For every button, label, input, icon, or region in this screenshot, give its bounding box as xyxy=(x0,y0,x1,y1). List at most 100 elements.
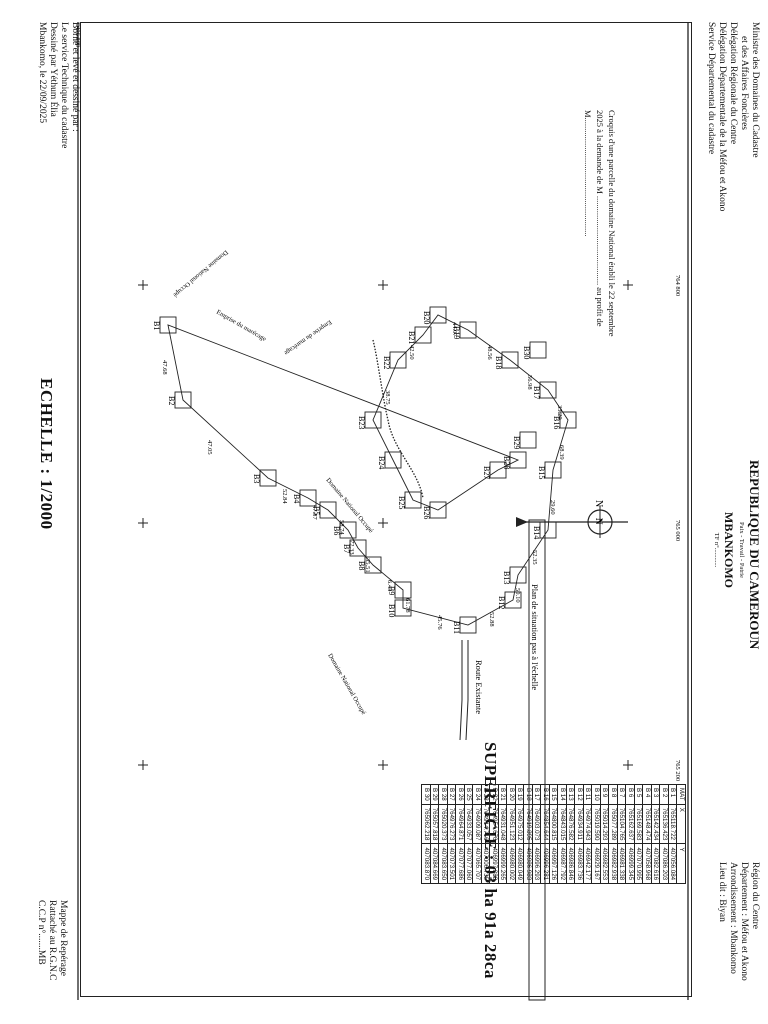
zone-label: Domaine National Occupé xyxy=(326,653,367,717)
distance-label: 72.33 xyxy=(348,540,355,555)
borne-marker xyxy=(459,616,477,634)
distance-label: 52.35 xyxy=(531,550,538,565)
borne-marker xyxy=(504,591,522,609)
distance-label: 45.76 xyxy=(436,615,443,630)
borne-label: B13 xyxy=(502,571,511,584)
map-frame xyxy=(80,22,692,997)
bornes-layer: B1B2B3B4B5B6B7B8B9B10B11B12B13B14B15B16B… xyxy=(152,306,577,634)
borne-marker xyxy=(174,391,192,409)
situation-box xyxy=(528,519,546,1001)
borne-label: B25 xyxy=(397,496,406,509)
distance-label: 52.88 xyxy=(488,612,495,627)
borne-label: B6 xyxy=(332,526,341,535)
distance-label: 33.29 xyxy=(556,405,563,420)
borne-label: B19 xyxy=(452,326,461,339)
borne-label: B5 xyxy=(312,506,321,515)
borne-label: B21 xyxy=(407,331,416,344)
distance-label: 47.05 xyxy=(206,440,213,455)
borne-marker xyxy=(364,411,382,429)
borne-label: B12 xyxy=(497,596,506,609)
borne-marker xyxy=(509,566,527,584)
marsh-boundary xyxy=(372,339,424,499)
borne-marker xyxy=(539,521,557,539)
borne-marker xyxy=(559,411,577,429)
borne-label: B3 xyxy=(252,474,261,483)
borne-label: B30 xyxy=(522,346,531,359)
parcel-outline xyxy=(167,314,569,626)
grid-cross xyxy=(138,518,148,528)
borne-marker xyxy=(404,491,422,509)
borne-marker xyxy=(364,556,382,574)
north-label: N xyxy=(594,518,604,525)
situation-label: Plan de situation pas à l'échelle xyxy=(530,584,540,690)
borne-label: B28 xyxy=(502,456,511,469)
distance-label: 47.68 xyxy=(161,360,168,375)
borne-marker xyxy=(384,451,402,469)
grid-cross xyxy=(623,280,633,290)
borne-marker xyxy=(509,451,527,469)
borne-label: B10 xyxy=(387,604,396,617)
borne-marker xyxy=(429,501,447,519)
borne-label: B16 xyxy=(552,416,561,429)
borne-label: B23 xyxy=(357,416,366,429)
borne-label: B7 xyxy=(342,544,351,553)
distance-label: 6.45 xyxy=(386,580,393,591)
distance-label: 50.10 xyxy=(514,588,521,603)
borne-marker xyxy=(459,321,477,339)
distance-label: 29.60 xyxy=(549,500,556,515)
grid-label: 765 000 xyxy=(674,520,681,541)
borne-label: B27 xyxy=(482,466,491,479)
borne-marker xyxy=(319,501,337,519)
borne-marker xyxy=(349,539,367,557)
distance-label: 44.07 xyxy=(451,322,458,337)
distance-label: 52.84 xyxy=(281,489,288,504)
route-line xyxy=(465,640,469,741)
borne-label: B8 xyxy=(357,561,366,570)
borne-label: B24 xyxy=(377,456,386,469)
borne-label: B14 xyxy=(532,526,541,539)
borne-marker xyxy=(529,341,547,359)
grid-cross xyxy=(623,760,633,770)
distance-label: 35.51 xyxy=(364,558,371,573)
borne-marker xyxy=(394,599,412,617)
borne-label: B17 xyxy=(532,386,541,399)
borne-marker xyxy=(544,461,562,479)
borne-marker xyxy=(299,489,317,507)
borne-label: B26 xyxy=(422,506,431,519)
north-label: N xyxy=(593,500,604,507)
zone-label: Emprise du marécage xyxy=(283,318,333,356)
distance-label: 47.87 xyxy=(311,505,318,520)
borne-label: B2 xyxy=(167,396,176,405)
grid-cross xyxy=(378,760,388,770)
borne-marker xyxy=(429,306,447,324)
borne-marker xyxy=(539,381,557,399)
grid-cross xyxy=(138,760,148,770)
distance-label: 48.56 xyxy=(486,345,493,360)
grid-crosses xyxy=(138,280,633,770)
borne-label: B15 xyxy=(537,466,546,479)
distance-label: 38.75 xyxy=(384,390,391,405)
borne-label: B29 xyxy=(512,436,521,449)
grid-cross xyxy=(378,280,388,290)
borne-marker xyxy=(519,431,537,449)
borne-label: B20 xyxy=(422,311,431,324)
borne-label: B18 xyxy=(494,356,503,369)
distance-label: 42.50 xyxy=(408,345,415,360)
borne-label: B1 xyxy=(152,321,161,330)
zone-label: Domaine National Occupé xyxy=(172,248,230,298)
borne-marker xyxy=(159,316,177,334)
north-arrow-icon: N N xyxy=(516,500,628,538)
borne-label: B4 xyxy=(292,494,301,503)
distance-label: 58.74 xyxy=(338,520,345,535)
borne-marker xyxy=(389,351,407,369)
borne-label: B22 xyxy=(382,356,391,369)
grid-label: 406 800 xyxy=(74,26,81,47)
route-line xyxy=(459,640,463,741)
distance-label: 56.98 xyxy=(526,375,533,390)
borne-marker xyxy=(394,581,412,599)
borne-label: B9 xyxy=(387,586,396,595)
distance-label: 61.78 xyxy=(404,598,411,613)
